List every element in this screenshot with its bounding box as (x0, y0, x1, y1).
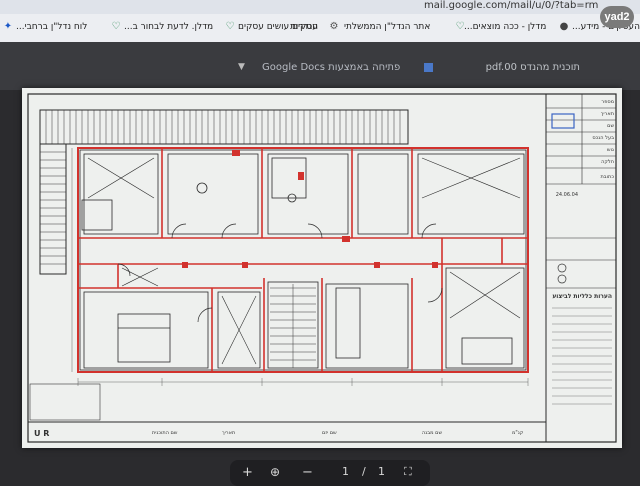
page-current[interactable]: 1 (342, 465, 349, 478)
title-block-label: מספר (601, 99, 614, 105)
title-block-label: גוש (607, 147, 614, 153)
date-text: 24.06.04 (556, 192, 578, 198)
bookmark-item[interactable]: אתר הנדל"ן הממשלתי (344, 22, 431, 32)
fit-page-icon[interactable]: ⛶ (404, 465, 412, 478)
notes-header: הערות כלליות לביצוע (552, 293, 612, 300)
bottom-label: שם התוכנית (152, 430, 178, 436)
google-docs-icon (424, 63, 433, 72)
yad2-watermark: yad2 (600, 6, 634, 28)
bottom-label: שם יזם (322, 430, 337, 436)
heart-icon: ♡ (111, 21, 121, 32)
title-block-label: שם (607, 123, 614, 129)
pdf-page: מספר תאריך שם בעל הנכס גוש חלקה כתובת 24… (22, 88, 622, 448)
zoom-in-button[interactable]: + (242, 465, 253, 480)
floor-plan-drawing: מספר תאריך שם בעל הנכס גוש חלקה כתובת 24… (27, 93, 617, 443)
browser-address-bar[interactable]: mail.google.com/mail/u/0/?tab=rm (0, 0, 640, 14)
pdf-zoom-bar: + ⊕ − 1 / 1 ⛶ (230, 460, 430, 486)
title-block-label: חלקה (601, 159, 614, 165)
bookmark-item[interactable]: מדלן. לדעת לבחור ב... (124, 22, 214, 32)
bookmarks-bar: ✦ לוח נדל"ן ברחבי... ♡ מדלן. לדעת לבחור … (0, 14, 640, 43)
logo-text: U R (34, 429, 49, 438)
bookmark-item[interactable]: מדלן - ככה מוצאים... (464, 22, 547, 32)
bookmark-item[interactable]: הגדרות (290, 22, 318, 32)
bottom-label: תאריך (222, 430, 235, 436)
zoom-icon[interactable]: ⊕ (270, 465, 281, 479)
chevron-down-icon[interactable]: ▼ (238, 62, 245, 72)
title-block-label: תאריך (601, 111, 614, 117)
page-total: 1 (378, 465, 385, 478)
url-text[interactable]: mail.google.com/mail/u/0/?tab=rm (424, 0, 599, 11)
bottom-label: קנ"מ (512, 430, 524, 436)
bookmark-item[interactable]: לוח נדל"ן ברחבי... (16, 22, 88, 32)
zoom-out-button[interactable]: − (302, 465, 313, 480)
page-separator: / (362, 465, 366, 478)
open-with-button[interactable]: Google Docs פתיחה באמצעות (262, 62, 401, 73)
title-block-label: כתובת (601, 174, 615, 180)
heart-icon: ♡ (225, 21, 235, 32)
bottom-label: שם מבנה (422, 430, 442, 436)
bookmark-icon: ✦ (3, 21, 13, 32)
title-block-label: בעל הנכס (592, 135, 614, 141)
pdf-file-name: pdf.00 תוכנית מהנדס (485, 62, 580, 73)
globe-icon: ● (559, 21, 569, 32)
gear-icon: ⚙ (329, 21, 339, 32)
bookmark-item[interactable]: עסקים עושים עסקים (238, 22, 318, 32)
heart-icon: ♡ (455, 21, 465, 32)
pdf-toolbar: ▼ Google Docs פתיחה באמצעות pdf.00 תוכני… (0, 42, 640, 90)
